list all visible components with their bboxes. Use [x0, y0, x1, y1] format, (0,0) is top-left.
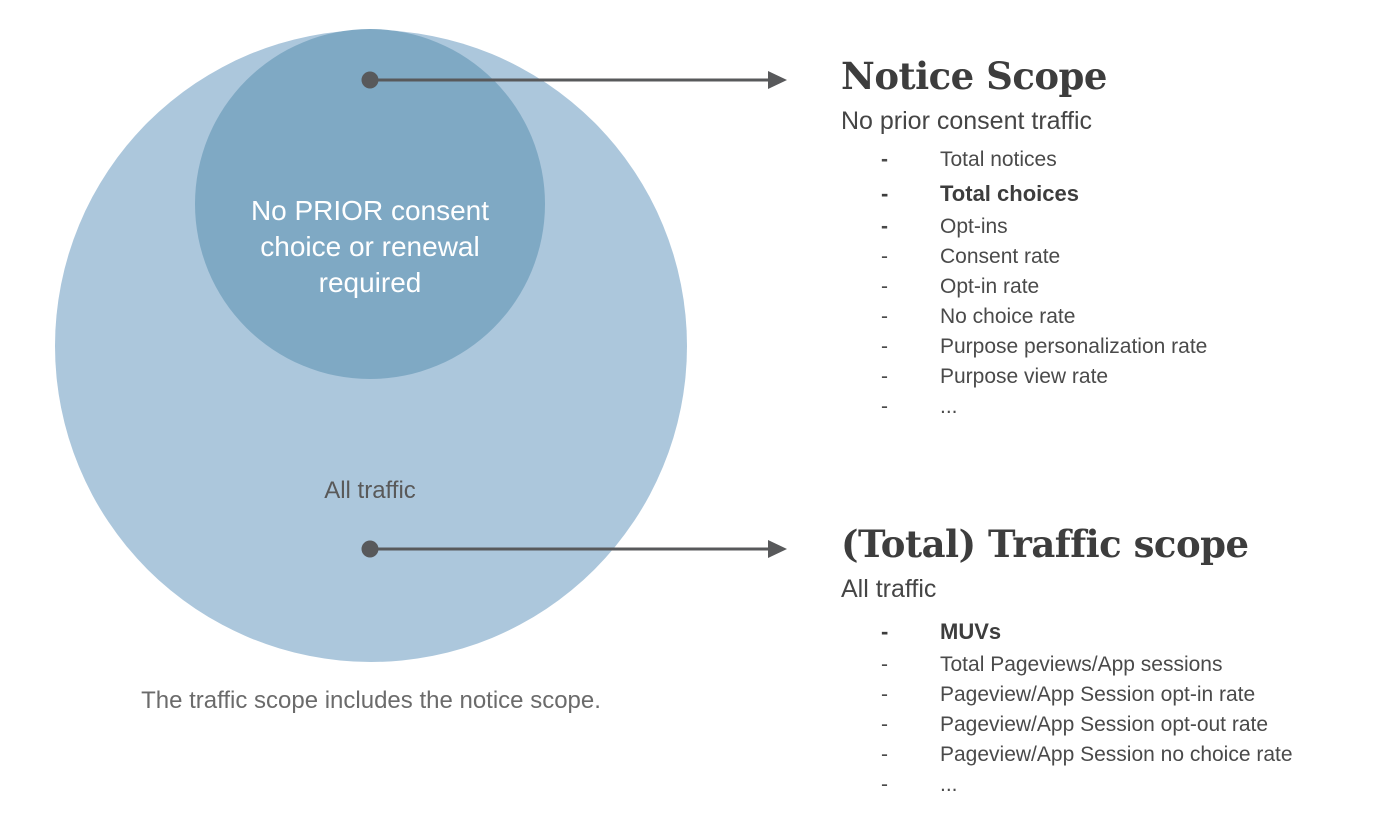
dash-bullet-icon: - — [881, 743, 888, 766]
list-item: - Total notices — [881, 145, 1361, 175]
notice-arrowhead-icon — [768, 71, 787, 89]
list-item-label: Pageview/App Session opt-in rate — [940, 683, 1256, 706]
list-item-label: Pageview/App Session opt-out rate — [940, 713, 1269, 736]
list-item-label: Total notices — [940, 148, 1057, 171]
dash-bullet-icon: - — [881, 245, 888, 268]
list-item: - Consent rate — [881, 242, 1361, 272]
list-item: - ... — [881, 770, 1361, 800]
inner-circle-label: No PRIOR consent choice or renewal requi… — [250, 195, 490, 298]
list-item: - Pageview/App Session opt-out rate — [881, 710, 1361, 740]
list-item: - Purpose view rate — [881, 362, 1361, 392]
traffic-arrowhead-icon — [768, 540, 787, 558]
diagram-caption: The traffic scope includes the notice sc… — [141, 687, 601, 714]
dash-bullet-icon: - — [881, 215, 888, 238]
dash-bullet-icon: - — [881, 305, 888, 328]
list-item: - Total Pageviews/App sessions — [881, 650, 1361, 680]
list-item: - Opt-in rate — [881, 272, 1361, 302]
list-item-label: Purpose personalization rate — [940, 335, 1208, 358]
dash-bullet-icon: - — [881, 713, 888, 736]
dash-bullet-icon: - — [881, 395, 888, 418]
list-item-label: ... — [940, 773, 958, 796]
list-item: - Pageview/App Session opt-in rate — [881, 680, 1361, 710]
list-item-label: Pageview/App Session no choice rate — [940, 743, 1293, 766]
dash-bullet-icon: - — [881, 335, 888, 358]
list-item-label: ... — [940, 395, 958, 418]
dash-bullet-icon: - — [881, 275, 888, 298]
list-item: - Opt-ins — [881, 212, 1361, 242]
list-item-label: Total Pageviews/App sessions — [940, 653, 1223, 676]
list-item-label: Opt-in rate — [940, 275, 1040, 298]
traffic-scope-subtitle: All traffic — [841, 575, 937, 603]
dash-bullet-icon: - — [881, 773, 888, 796]
dash-bullet-icon: - — [881, 683, 888, 706]
list-item-label: Total choices — [940, 181, 1079, 206]
list-item-label: No choice rate — [940, 305, 1076, 328]
list-item-label: Opt-ins — [940, 215, 1008, 238]
list-item: - Total choices — [881, 175, 1361, 212]
notice-scope-list: - Total notices - Total choices - Opt-in… — [841, 145, 1361, 422]
traffic-scope-list: - MUVs - Total Pageviews/App sessions - … — [841, 613, 1361, 800]
notice-scope-subtitle: No prior consent traffic — [841, 107, 1093, 135]
list-item: - Pageview/App Session no choice rate — [881, 740, 1361, 770]
list-item: - ... — [881, 392, 1361, 422]
list-item-label: MUVs — [940, 619, 1002, 644]
traffic-scope-section: (Total) Traffic scope All traffic - MUVs… — [841, 521, 1361, 800]
list-item-label: Purpose view rate — [940, 365, 1109, 388]
list-item: - No choice rate — [881, 302, 1361, 332]
list-item-label: Consent rate — [940, 245, 1061, 268]
dash-bullet-icon: - — [881, 181, 889, 206]
list-item: - Purpose personalization rate — [881, 332, 1361, 362]
traffic-scope-title: (Total) Traffic scope — [841, 522, 1249, 566]
list-item: - MUVs — [881, 613, 1361, 650]
notice-scope-title: Notice Scope — [841, 54, 1107, 98]
outer-circle-label: All traffic — [324, 477, 416, 504]
dash-bullet-icon: - — [881, 148, 888, 171]
dash-bullet-icon: - — [881, 653, 888, 676]
dash-bullet-icon: - — [881, 619, 889, 644]
notice-scope-section: Notice Scope No prior consent traffic - … — [841, 53, 1361, 422]
dash-bullet-icon: - — [881, 365, 888, 388]
